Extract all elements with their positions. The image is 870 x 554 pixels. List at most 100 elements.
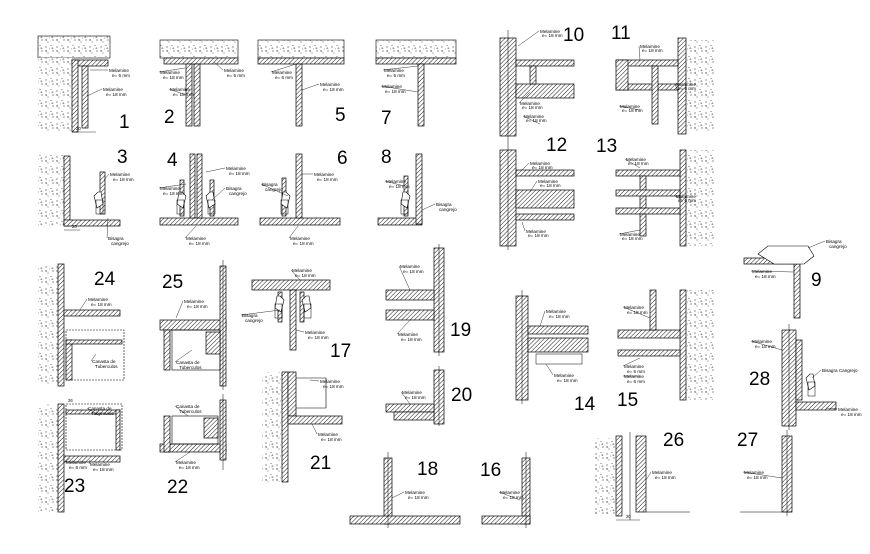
leader-line bbox=[522, 115, 541, 125]
leader-line bbox=[309, 379, 320, 382]
melamine-panel bbox=[281, 371, 289, 483]
callout-note: Melamine bbox=[224, 68, 244, 73]
leader-line bbox=[86, 407, 101, 417]
callout-note: e= 18 mm bbox=[408, 495, 429, 500]
callout-note: e= 18 mm bbox=[93, 467, 114, 472]
melamine-panel bbox=[299, 291, 305, 323]
detail-number: 14 bbox=[574, 394, 596, 415]
leader-line bbox=[421, 203, 436, 211]
melamine-panel bbox=[617, 329, 681, 339]
callout-note: Melamine bbox=[314, 172, 334, 177]
callout-note: e= 6 mm bbox=[227, 73, 245, 78]
callout-note: Melamine bbox=[524, 114, 544, 119]
callout-note: Melamine bbox=[838, 407, 858, 412]
melamine-panel bbox=[63, 219, 121, 227]
leader-line bbox=[88, 459, 91, 465]
leader-line bbox=[518, 91, 531, 104]
leader-line bbox=[674, 195, 683, 201]
callout-note: Melamine bbox=[292, 268, 312, 273]
leader-line bbox=[290, 269, 301, 281]
melamine-panel bbox=[615, 207, 681, 215]
callout-note: cangrejo bbox=[265, 187, 283, 192]
drawer-slide bbox=[535, 353, 583, 365]
leader-line bbox=[270, 63, 297, 73]
callout-note: e= 18 mm bbox=[163, 191, 184, 196]
detail-number: 13 bbox=[596, 136, 617, 157]
leader-line bbox=[618, 229, 641, 235]
melamine-panel bbox=[289, 289, 297, 351]
melamine-panel bbox=[159, 319, 227, 331]
callout-note: e= 18 mm bbox=[401, 337, 422, 342]
detail-number: 12 bbox=[546, 135, 567, 156]
melamine-panel bbox=[515, 59, 575, 67]
callout-note: e= 18 mm bbox=[503, 495, 524, 500]
tuber-basket bbox=[65, 403, 123, 451]
leader-line bbox=[240, 309, 281, 316]
callout-note: e= 18 mm bbox=[405, 395, 426, 400]
callout-note: Melamine bbox=[176, 460, 196, 465]
concrete-wall bbox=[686, 40, 716, 132]
callout-note: e= 18 mm bbox=[189, 241, 210, 246]
hinge-plate bbox=[274, 303, 283, 319]
melamine-panel bbox=[81, 65, 89, 129]
callout-note: Melamine bbox=[160, 70, 180, 75]
melamine-panel bbox=[481, 515, 531, 525]
melamine-panel bbox=[615, 189, 681, 197]
melamine-panel bbox=[71, 59, 79, 133]
melamine-panel bbox=[615, 59, 629, 91]
callout-note: Melamine bbox=[305, 330, 325, 335]
detail-number: 6 bbox=[337, 148, 348, 169]
callout-note: e= 18 mm bbox=[317, 177, 338, 182]
callout-note: Melamine bbox=[109, 68, 129, 73]
callout-note: Melamine bbox=[405, 490, 425, 495]
leader-line bbox=[498, 491, 521, 501]
callout-note: Melamine bbox=[530, 161, 550, 166]
detail-number: 10 bbox=[563, 25, 584, 46]
callout-note: Canasta de bbox=[92, 359, 116, 364]
concrete-wall bbox=[38, 58, 72, 132]
melamine-panel bbox=[295, 153, 303, 219]
melamine-panel bbox=[63, 155, 71, 227]
leader-line bbox=[103, 173, 110, 181]
hinge-plate bbox=[280, 199, 289, 215]
detail-number: 15 bbox=[617, 390, 638, 411]
detail-number: 4 bbox=[167, 150, 178, 171]
melamine-panel bbox=[115, 409, 121, 451]
callout-note: cangrejo bbox=[229, 191, 247, 196]
callout-note: e= 18 mm bbox=[540, 183, 561, 188]
callout-note: e= 18 mm bbox=[627, 310, 648, 315]
melamine-panel bbox=[205, 331, 221, 355]
callout-note: Melamine bbox=[320, 82, 340, 87]
callout-note: Melamine bbox=[624, 305, 644, 310]
melamine-panel bbox=[515, 169, 575, 177]
leader-line bbox=[205, 167, 226, 173]
callout-note: e= 18 mm bbox=[755, 274, 776, 279]
melamine-panel bbox=[515, 189, 575, 209]
callout-note: Melamine bbox=[170, 87, 190, 92]
melamine-panel bbox=[385, 309, 435, 321]
leader-line bbox=[260, 183, 289, 197]
concrete-slab bbox=[375, 39, 457, 59]
callout-note: e= 18 mm bbox=[163, 75, 184, 80]
melamine-panel bbox=[257, 57, 345, 65]
callout-note: Melamine bbox=[626, 157, 646, 162]
leader-line bbox=[529, 180, 538, 193]
melamine-panel bbox=[795, 339, 803, 401]
melamine-panel bbox=[529, 65, 537, 85]
callout-note: Melamine bbox=[624, 364, 644, 369]
callout-note: Melamine bbox=[382, 84, 402, 89]
callout-note: e= 18 mm bbox=[323, 384, 344, 389]
callout-note: e= 18 mm bbox=[841, 412, 862, 417]
callout-note: e= 6 mm bbox=[678, 86, 696, 91]
callout-note: Tuberculos bbox=[179, 409, 202, 414]
callout-note: e= 18 mm bbox=[557, 378, 578, 383]
detail-number: 3 bbox=[117, 147, 128, 168]
leader-line bbox=[811, 369, 822, 379]
callout-note: e= 18 mm bbox=[622, 108, 643, 113]
melamine-panel bbox=[163, 329, 171, 371]
